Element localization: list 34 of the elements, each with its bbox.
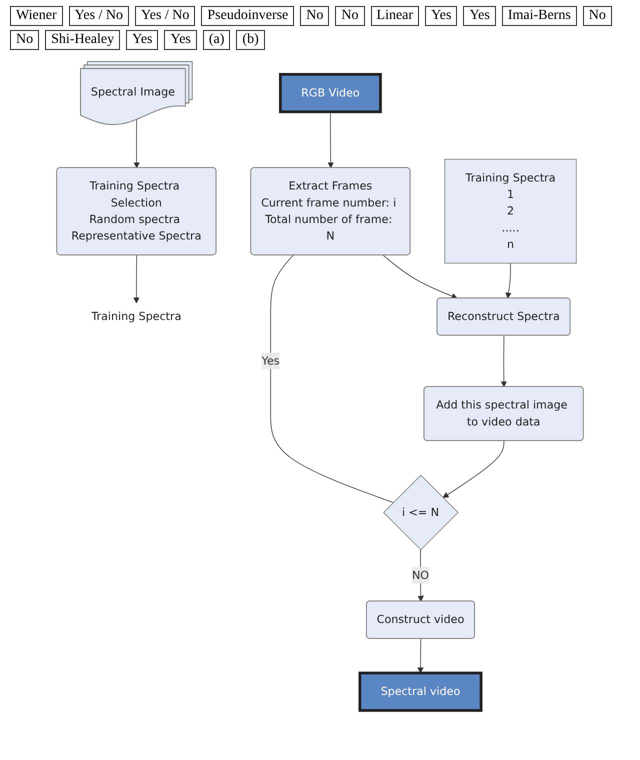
table-cell: No — [10, 30, 40, 50]
table-cell: Yes — [425, 6, 458, 26]
table-cell: Linear — [370, 6, 420, 26]
node-box: RGB Video — [279, 72, 382, 114]
arrow — [382, 254, 458, 299]
connector — [270, 254, 394, 503]
table-cell: Shi-Healey — [45, 30, 120, 50]
arrow — [133, 254, 140, 304]
node-box: Spectral video — [358, 672, 482, 712]
table-cell: Wiener — [10, 6, 63, 26]
table-cell: No — [335, 6, 365, 26]
node-text: Training Spectra — [91, 310, 182, 323]
table-cell: (b) — [236, 30, 265, 50]
table-cell: Yes — [164, 30, 197, 50]
table-cell: Yes — [463, 6, 496, 26]
table-cell: Yes / No — [68, 6, 130, 26]
table-cell: No — [300, 6, 330, 26]
arrow — [328, 111, 334, 168]
arrow — [134, 119, 140, 168]
arrow — [417, 638, 424, 674]
edge-label: Yes — [262, 354, 280, 368]
table-cell: (a) — [202, 30, 230, 50]
node-box: Training Spectra 1 2 ..... n — [444, 158, 577, 264]
table-cell: Yes / No — [135, 6, 196, 26]
table-cell: Imai-Berns — [502, 6, 577, 26]
arrow — [442, 440, 504, 498]
table-cell: Pseudoinverse — [201, 6, 294, 26]
edge-label: NO — [412, 568, 429, 582]
table-cell: Yes — [126, 30, 158, 50]
arrow — [500, 335, 507, 388]
table-cell: No — [582, 6, 612, 26]
arrow — [418, 549, 424, 602]
node-diamond: i <= N — [383, 474, 459, 550]
arrow — [505, 262, 512, 298]
